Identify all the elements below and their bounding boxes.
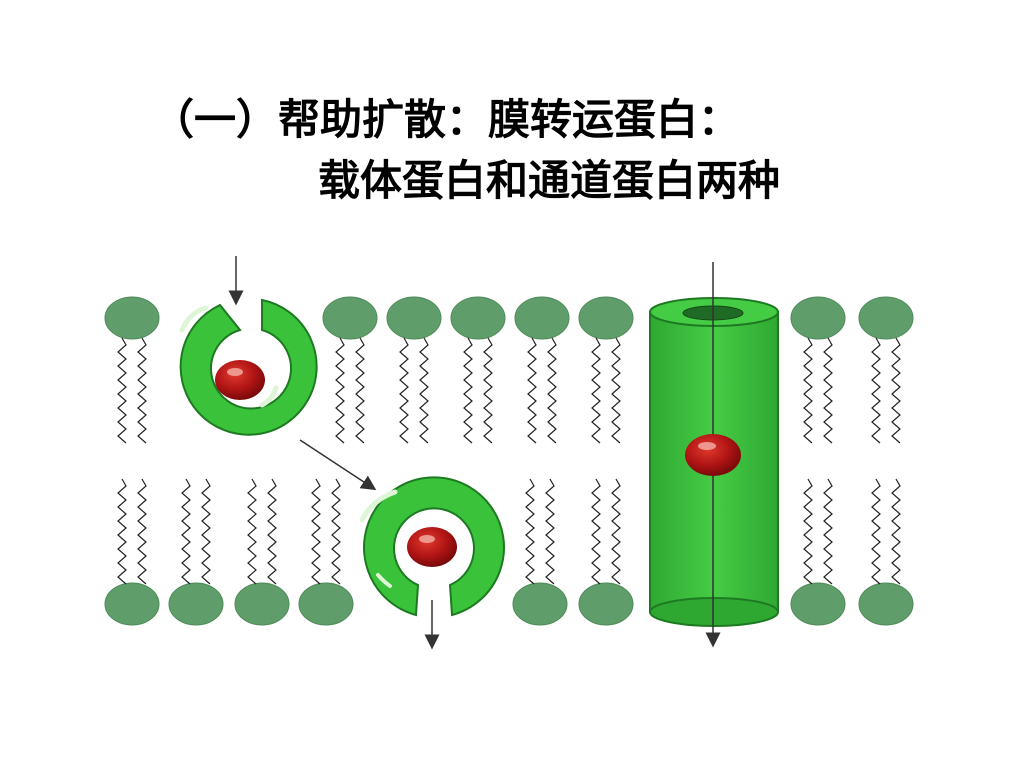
phospholipid-icon (386, 296, 442, 444)
carrier-protein-icon (359, 476, 505, 617)
phospholipid-icon (298, 478, 354, 626)
lipid-bilayer (104, 296, 914, 626)
phospholipid-icon (450, 296, 506, 444)
solute-molecule-icon (407, 527, 457, 567)
phospholipid-icon (514, 296, 570, 444)
carrier-protein-icon (179, 298, 318, 436)
solute-molecule-icon (685, 434, 741, 476)
phospholipid-icon (322, 296, 378, 444)
phospholipid-icon (512, 478, 568, 626)
phospholipid-icon (858, 478, 914, 626)
solute-molecule-icon (215, 360, 265, 400)
phospholipid-icon (234, 478, 290, 626)
phospholipid-icon (790, 478, 846, 626)
phospholipid-icon (104, 296, 160, 444)
phospholipid-icon (168, 478, 224, 626)
phospholipid-icon (790, 296, 846, 444)
phospholipid-icon (858, 296, 914, 444)
phospholipid-icon (578, 296, 634, 444)
title-line-2: 载体蛋白和通道蛋白两种 (318, 156, 781, 205)
phospholipid-icon (578, 478, 634, 626)
title-line-1: （一）帮助扩散：膜转运蛋白： (152, 95, 741, 144)
phospholipid-icon (104, 478, 160, 626)
channel-protein-icon (649, 262, 779, 648)
conformation-arrow (299, 439, 377, 491)
